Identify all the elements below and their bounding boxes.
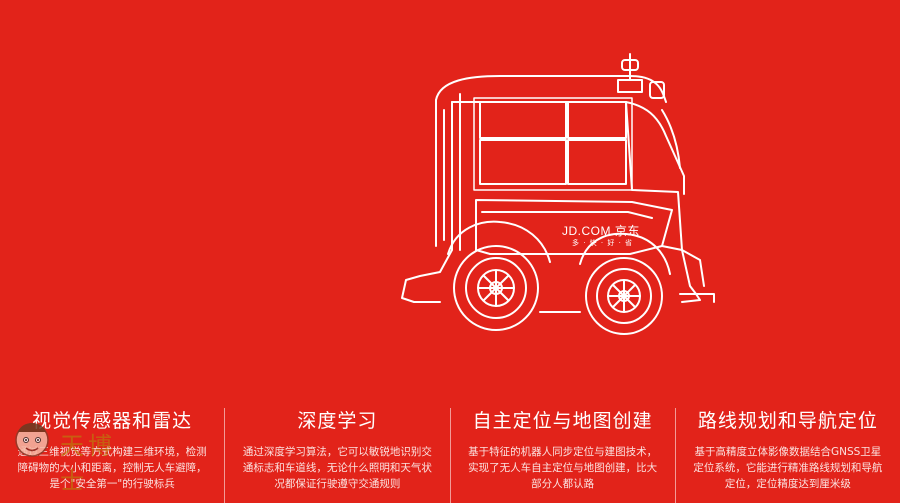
robot-slogan-label: 多 · 快 · 好 · 省 [572,239,634,247]
watermark-logo: 天博士 [8,416,138,495]
robot-brand-label: JD.COM 京东 [562,224,640,238]
feature-navigation: 路线规划和导航定位 基于高精度立体影像数据结合GNSS卫星定位系统，它能进行精准… [674,408,900,503]
delivery-robot-icon [401,53,715,335]
feature-list: 视觉传感器和雷达 通过三维视觉等方式构建三维环境，检测障碍物的大小和距离，控制无… [0,408,900,503]
feature-title: 深度学习 [297,410,378,432]
feature-vision-sensors: 视觉传感器和雷达 通过三维视觉等方式构建三维环境，检测障碍物的大小和距离，控制无… [0,408,224,503]
feature-title: 视觉传感器和雷达 [32,410,193,432]
feature-title: 路线规划和导航定位 [697,410,878,432]
feature-description: 基于特征的机器人同步定位与建图技术，实现了无人车自主定位与地图创建，比大部分人都… [468,446,658,490]
feature-description: 通过深度学习算法，它可以敏锐地识别交通标志和车道线，无论什么照明和天气状况都保证… [242,446,432,490]
watermark-text: 天博士 [60,432,116,495]
feature-title: 自主定位与地图创建 [472,410,653,432]
feature-slam: 自主定位与地图创建 基于特征的机器人同步定位与建图技术，实现了无人车自主定位与地… [449,408,675,503]
delivery-robot-illustration: JD.COM 京东 多 · 快 · 好 · 省 [400,50,720,350]
mascot-icon [15,423,49,457]
feature-description: 通过三维视觉等方式构建三维环境，检测障碍物的大小和距离，控制无人车避障，是个"安… [17,446,207,490]
feature-description: 基于高精度立体影像数据结合GNSS卫星定位系统，它能进行精准路线规划和导航定位，… [693,446,883,490]
feature-deep-learning: 深度学习 通过深度学习算法，它可以敏锐地识别交通标志和车道线，无论什么照明和天气… [224,408,449,503]
